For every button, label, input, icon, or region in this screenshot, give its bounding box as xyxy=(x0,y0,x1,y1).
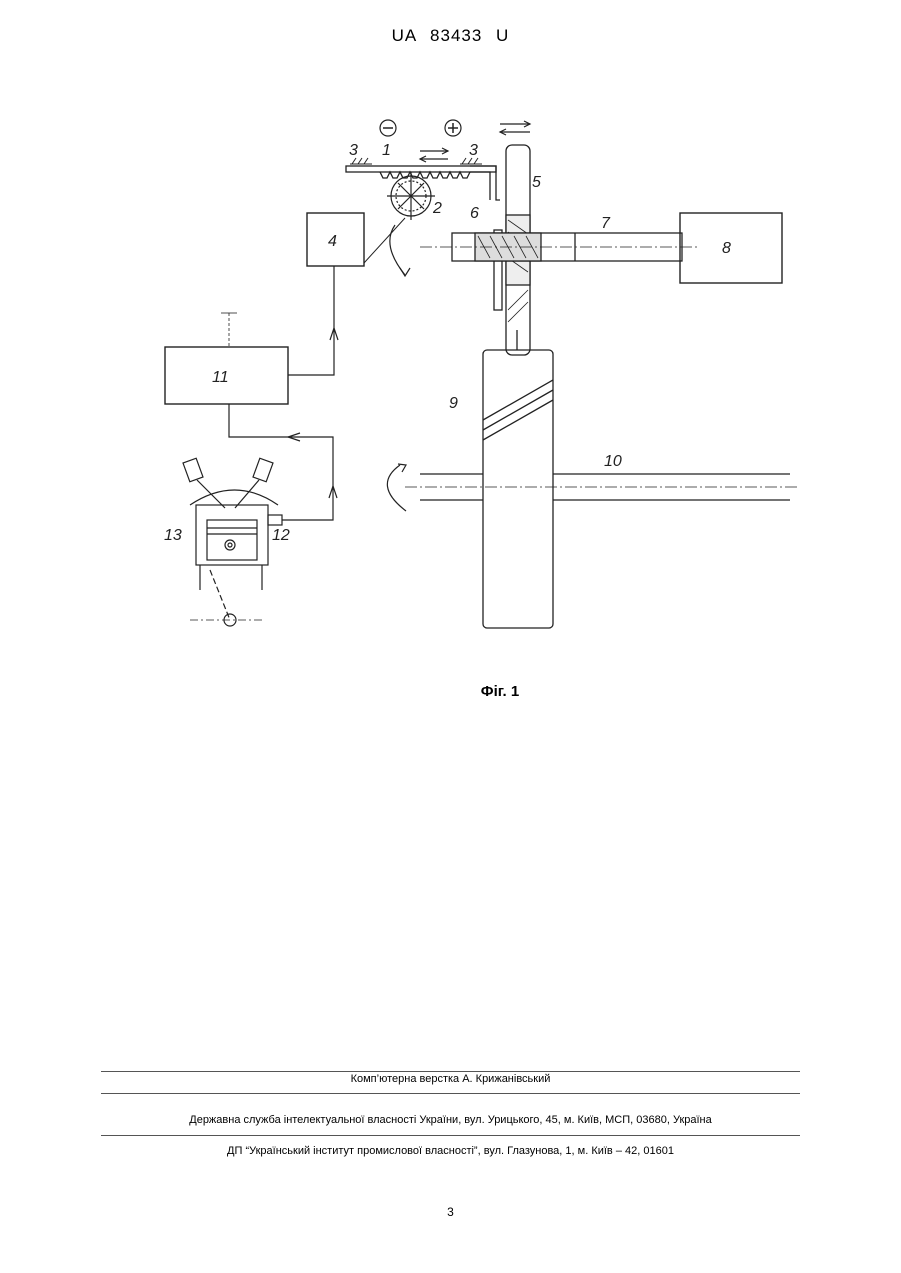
label-8: 8 xyxy=(722,240,731,257)
label-4: 4 xyxy=(328,233,337,250)
rack-direction-arrows-icon xyxy=(420,148,448,162)
label-5: 5 xyxy=(532,174,541,191)
footer-rule-bottom xyxy=(101,1135,800,1136)
agency-address: Державна служба інтелектуальної власност… xyxy=(0,1114,901,1126)
plus-symbol xyxy=(445,120,461,136)
label-12: 12 xyxy=(272,527,290,544)
signal-wires xyxy=(229,266,334,520)
label-6: 6 xyxy=(470,205,479,222)
wheel-part-9 xyxy=(483,330,553,628)
engine-part-13 xyxy=(183,458,282,626)
label-7: 7 xyxy=(601,215,611,232)
block-part-8 xyxy=(680,213,782,283)
patent-figure-drawing: 1 2 3 3 4 5 6 7 8 9 10 11 12 13 xyxy=(0,0,901,680)
label-10: 10 xyxy=(604,453,622,470)
minus-symbol xyxy=(380,120,396,136)
shaft-rotation-arrow-icon xyxy=(387,465,406,511)
label-1: 1 xyxy=(382,142,391,159)
figure-caption: Фіг. 1 xyxy=(0,683,901,700)
shaft-part-10 xyxy=(405,474,800,500)
label-9: 9 xyxy=(449,395,458,412)
label-3-left: 3 xyxy=(349,142,358,159)
layout-credit: Комп’ютерна верстка А. Крижанівський xyxy=(0,1073,901,1085)
label-13: 13 xyxy=(164,527,182,544)
institute-address: ДП “Український інститут промислової вла… xyxy=(0,1145,901,1157)
label-3-right: 3 xyxy=(469,142,478,159)
label-11: 11 xyxy=(212,369,229,386)
footer-rule-top xyxy=(101,1071,800,1072)
rack-part-1 xyxy=(346,166,500,200)
double-arrow-icon xyxy=(500,121,530,135)
label-2: 2 xyxy=(432,200,442,217)
gear-part-2 xyxy=(387,172,435,220)
shaft-part-7 xyxy=(420,233,700,261)
page-number: 3 xyxy=(0,1205,901,1219)
footer-rule-middle xyxy=(101,1093,800,1094)
